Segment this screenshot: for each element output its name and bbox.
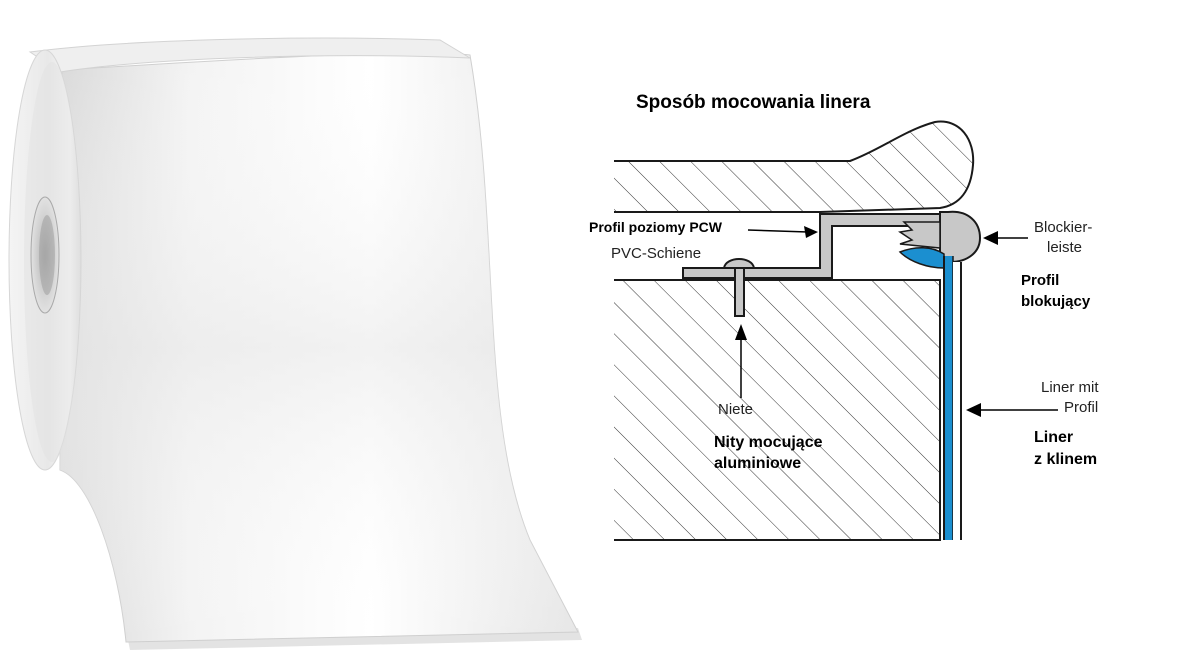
label-nity-1: Nity mocujące: [714, 434, 823, 451]
label-nity-2: aluminiowe: [714, 455, 801, 472]
label-liner-klin-1: Liner: [1034, 429, 1073, 446]
liner-roll-photo: [8, 37, 582, 650]
arrow-profil: [804, 226, 818, 238]
pool-wall: [614, 279, 941, 541]
label-profil-blok-2: blokujący: [1021, 293, 1091, 310]
liner-sheet: [944, 256, 953, 540]
diagram-title: Sposób mocowania linera: [636, 92, 871, 113]
rivet: [722, 258, 756, 317]
liner-wedge: [898, 247, 945, 269]
label-pvc-schiene: PVC-Schiene: [611, 245, 701, 262]
label-liner-mit-2: Profil: [1064, 399, 1098, 416]
label-profil-blok-1: Profil: [1021, 272, 1059, 289]
label-profil-poziomy: Profil poziomy PCW: [589, 219, 723, 235]
label-liner-klin-2: z klinem: [1034, 451, 1097, 468]
mounting-diagram: Sposób mocowania linera Profil poziomy P…: [589, 92, 1099, 541]
label-liner-mit-1: Liner mit: [1041, 379, 1099, 396]
label-niete: Niete: [718, 401, 753, 418]
arrow-blockier: [983, 231, 998, 245]
arrow-liner: [966, 403, 981, 417]
coping-block: [614, 120, 975, 213]
arrow-niete: [735, 324, 747, 340]
label-blockier-2: leiste: [1047, 239, 1082, 256]
label-blockier-1: Blockier-: [1034, 219, 1092, 236]
roll-top-edge: [28, 37, 471, 73]
